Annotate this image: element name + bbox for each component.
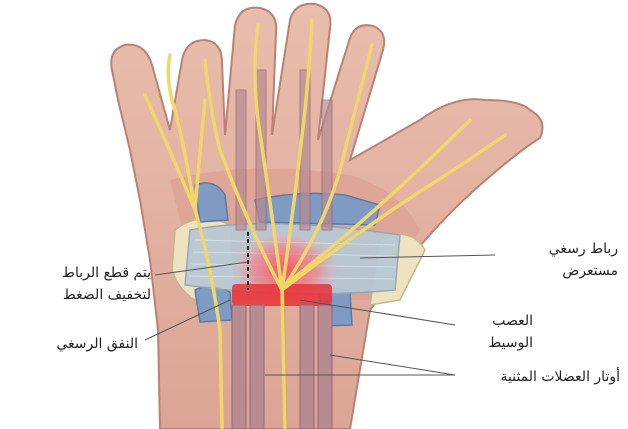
label-ligament-cut-line1: يتم قطع الرباط [62, 262, 151, 284]
label-median-nerve: العصب الوسيط [488, 310, 533, 354]
label-ligament-cut-line2: لتخفيف الضغط [62, 284, 151, 306]
label-ligament-cut: يتم قطع الرباط لتخفيف الضغط [62, 262, 151, 306]
label-transverse-ligament-line2: مستعرض [549, 260, 618, 282]
label-median-nerve-line1: العصب [488, 310, 533, 332]
label-carpal-tunnel: النفق الرسغي [56, 333, 138, 355]
label-transverse-ligament-line1: رباط رسغي [549, 238, 618, 260]
label-carpal-tunnel-text: النفق الرسغي [56, 333, 138, 355]
label-median-nerve-line2: الوسيط [488, 332, 533, 354]
label-flexor-tendons-text: أوتار العضلات المثنية [501, 366, 621, 388]
label-transverse-ligament: رباط رسغي مستعرض [549, 238, 618, 282]
label-flexor-tendons: أوتار العضلات المثنية [501, 366, 621, 388]
